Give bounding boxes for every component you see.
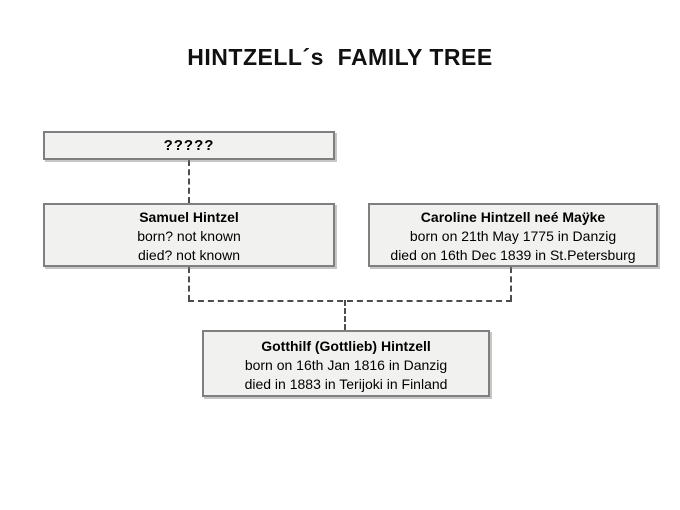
person-died: died in 1883 in Terijoki in Finland xyxy=(244,376,448,392)
tree-node-gotthilf-hintzell: Gotthilf (Gottlieb) Hintzell born on 16t… xyxy=(202,330,490,397)
connector-unknown-to-father xyxy=(188,160,190,203)
person-died: died? not known xyxy=(138,247,240,263)
tree-node-caroline-hintzell: Caroline Hintzell neé Maÿke born on 21th… xyxy=(368,203,658,267)
connector-mother-down xyxy=(510,267,512,301)
page-title: HINTZELL´s FAMILY TREE xyxy=(187,44,493,70)
person-name: Caroline Hintzell neé Maÿke xyxy=(420,209,606,225)
person-name: Samuel Hintzel xyxy=(139,209,239,225)
unknown-ancestor-label: ????? xyxy=(163,137,215,154)
person-born: born on 16th Jan 1816 in Danzig xyxy=(244,357,448,373)
connector-couple-horizontal xyxy=(188,300,512,302)
person-born: born on 21th May 1775 in Danzig xyxy=(409,228,617,244)
connector-to-child xyxy=(344,300,346,330)
person-born: born? not known xyxy=(137,228,241,244)
connector-father-down xyxy=(188,267,190,301)
tree-node-samuel-hintzel: Samuel Hintzel born? not known died? not… xyxy=(43,203,335,267)
person-died: died on 16th Dec 1839 in St.Petersburg xyxy=(390,247,636,263)
person-name: Gotthilf (Gottlieb) Hintzell xyxy=(261,338,431,354)
tree-node-unknown-ancestor: ????? xyxy=(43,131,335,160)
